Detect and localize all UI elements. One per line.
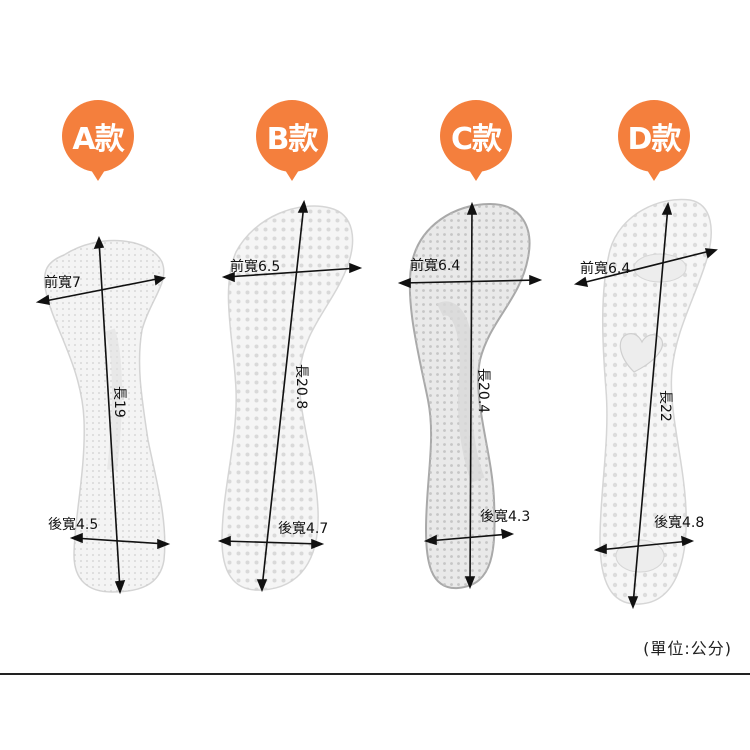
a-back-width-label: 後寬4.5 [48, 517, 99, 533]
b-length-label: 長20.8 [293, 364, 309, 410]
c-back-width-label: 後寬4.3 [480, 509, 531, 525]
bottom-divider [0, 673, 750, 675]
measurement-lines [35, 199, 718, 610]
style-b-badge: B款 [256, 100, 328, 181]
c-front-width-label: 前寬6.4 [410, 258, 461, 274]
d-back-width-label: 後寬4.8 [654, 515, 705, 531]
a-front-width-label: 前寬7 [44, 275, 81, 291]
unit-note: (單位:公分) [643, 639, 732, 658]
style-d-badge: D款 [618, 100, 690, 181]
b-back-width-label: 後寬4.7 [278, 521, 329, 537]
style-c-badge: C款 [440, 100, 512, 181]
heart-icon [619, 333, 664, 373]
d-front-width-label: 前寬6.4 [580, 261, 631, 277]
c-length-label: 長20.4 [475, 368, 491, 414]
a-length-label: 長19 [111, 386, 127, 418]
style-a-badge: A款 [62, 100, 134, 181]
d-length-label: 長22 [657, 390, 673, 422]
b-front-width-label: 前寬6.5 [230, 259, 281, 275]
